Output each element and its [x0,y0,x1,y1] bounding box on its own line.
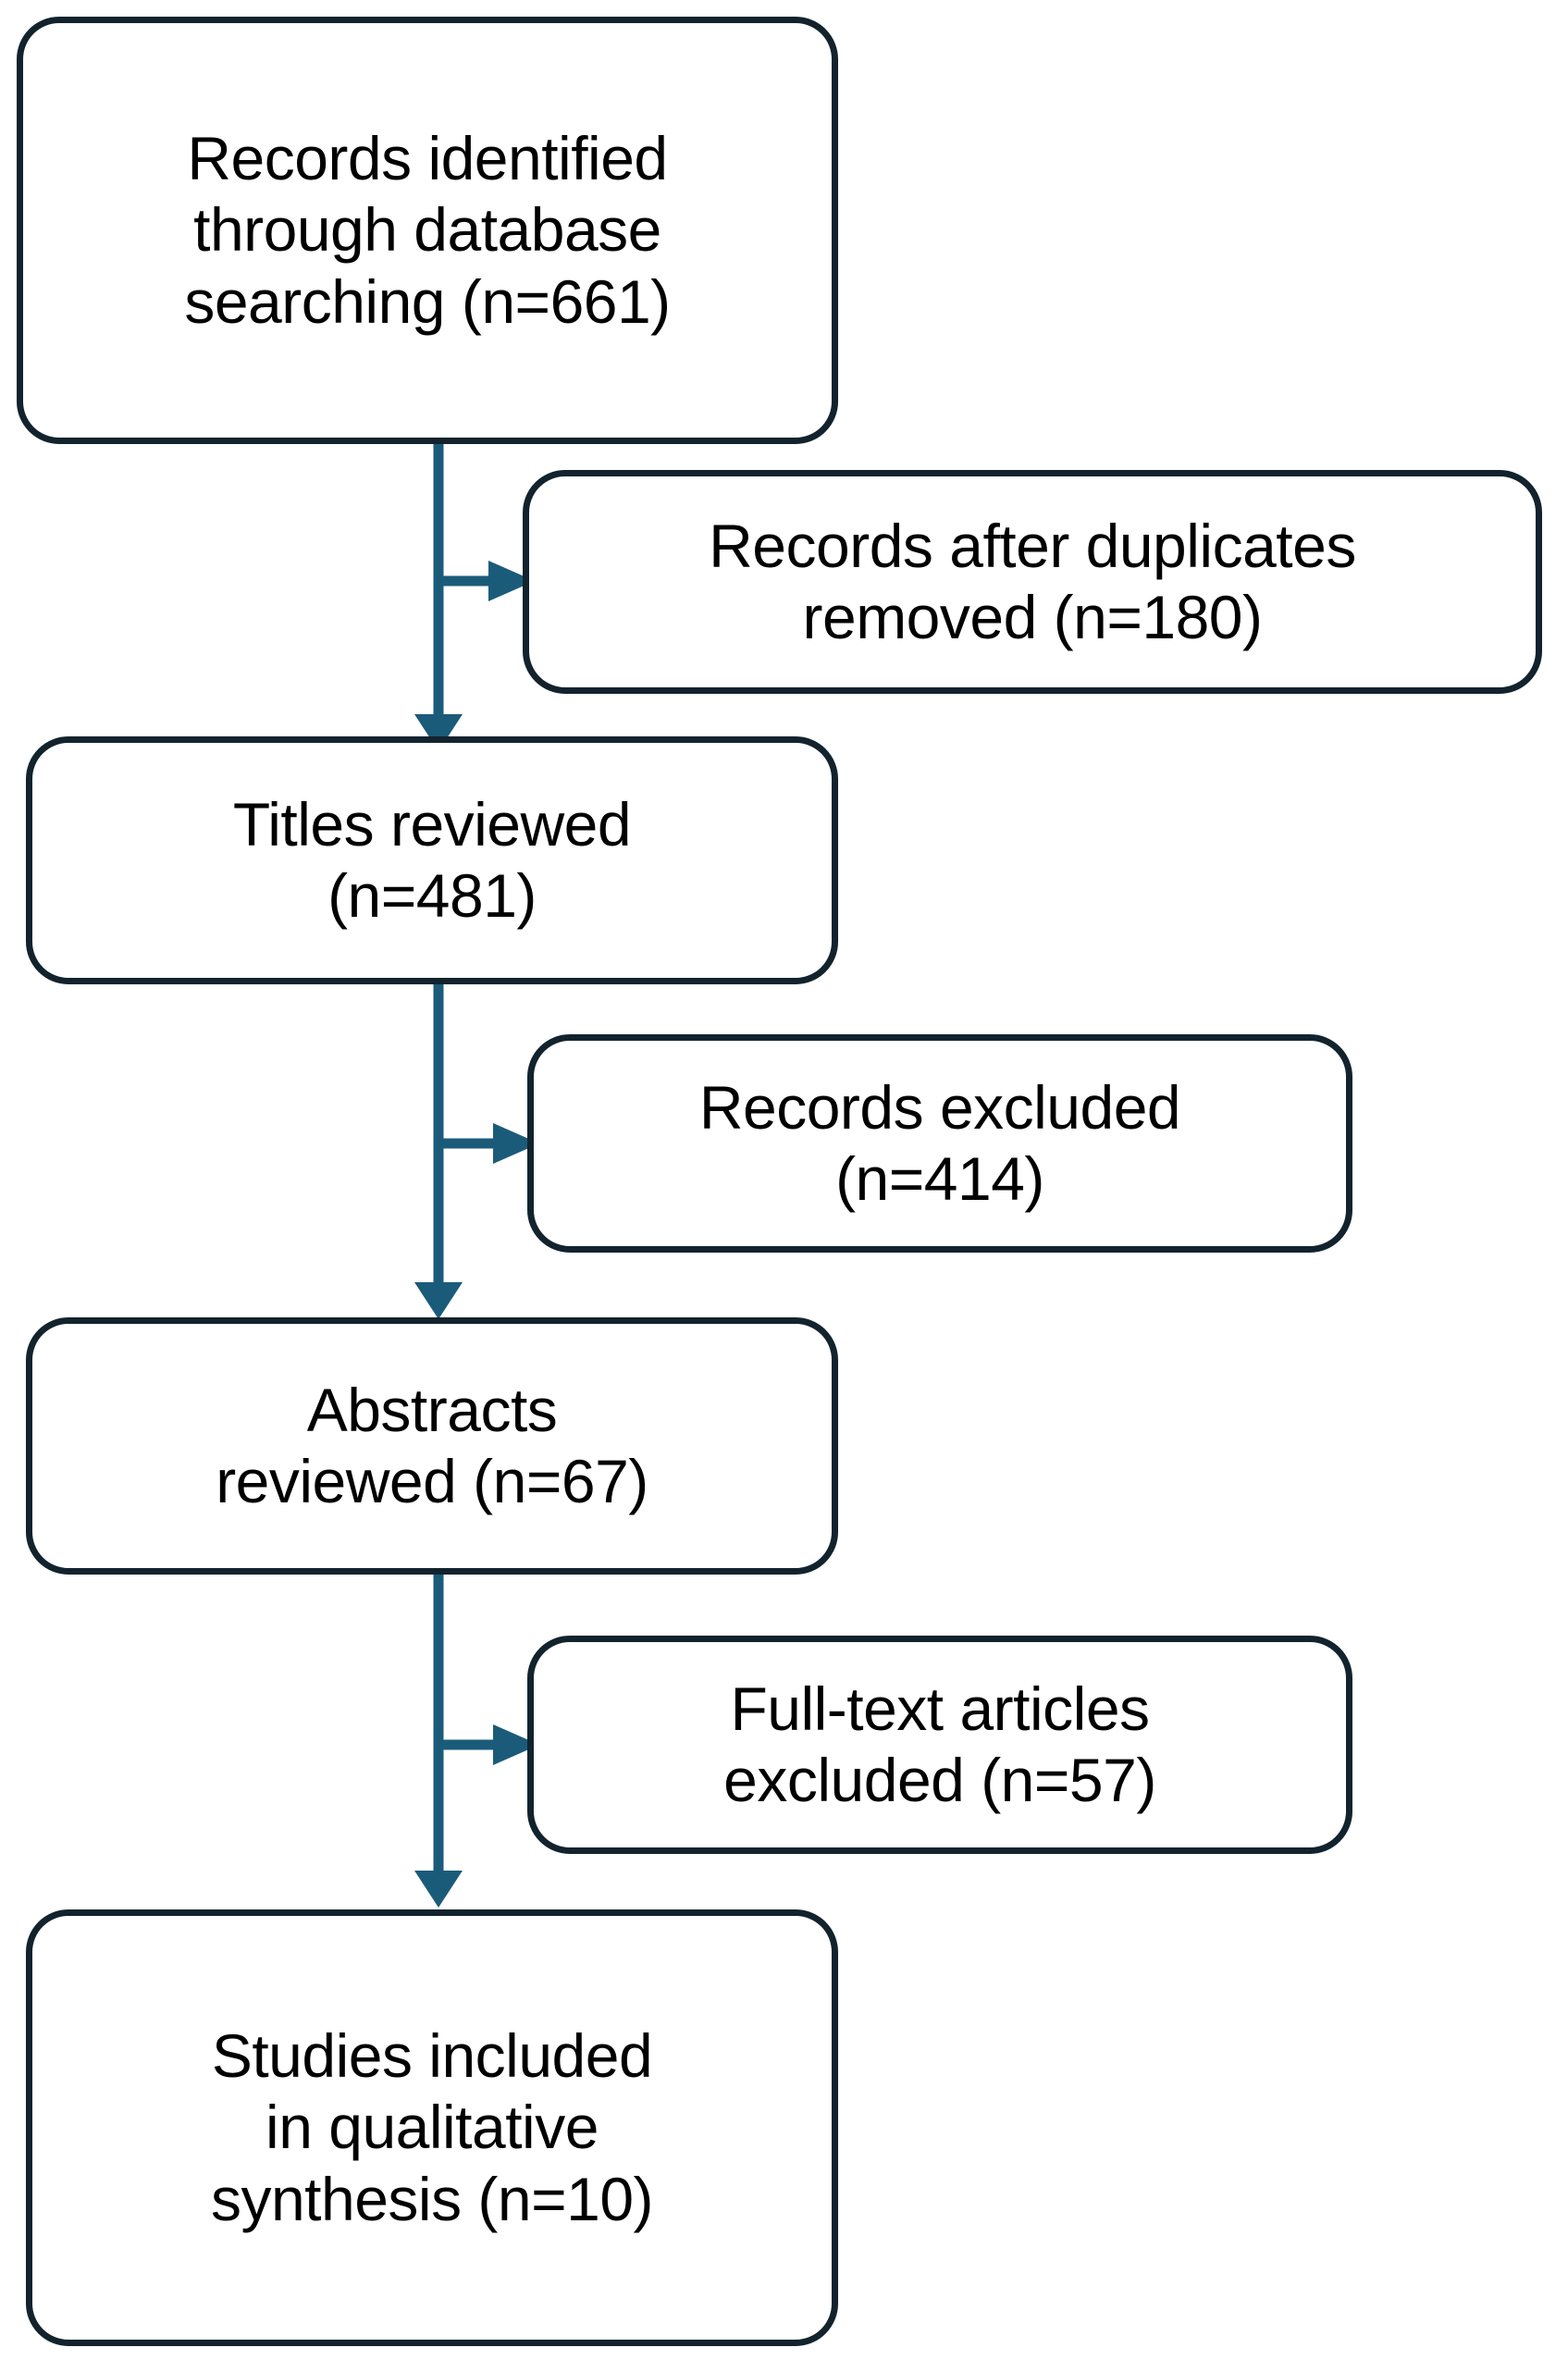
node-records-after-duplicates-removed: Records after duplicates removed (n=180) [523,470,1542,694]
node-fulltext-articles-excluded-label: Full-text articles excluded (n=57) [723,1674,1156,1814]
node-titles-reviewed-label: Titles reviewed (n=481) [232,789,632,930]
node-studies-included: Studies included in qualitative synthesi… [26,1909,838,2346]
node-records-excluded-label: Records excluded (n=414) [698,1072,1181,1213]
node-records-after-duplicates-removed-label: Records after duplicates removed (n=180) [709,511,1356,651]
node-titles-reviewed: Titles reviewed (n=481) [26,736,838,984]
node-records-excluded: Records excluded (n=414) [527,1034,1352,1253]
node-records-identified-label: Records identified through database sear… [184,124,671,336]
node-abstracts-reviewed: Abstracts reviewed (n=67) [26,1317,838,1575]
node-studies-included-label: Studies included in qualitative synthesi… [210,2021,654,2233]
node-records-identified: Records identified through database sear… [17,17,838,444]
node-abstracts-reviewed-label: Abstracts reviewed (n=67) [216,1375,648,1515]
node-fulltext-articles-excluded: Full-text articles excluded (n=57) [527,1636,1352,1854]
